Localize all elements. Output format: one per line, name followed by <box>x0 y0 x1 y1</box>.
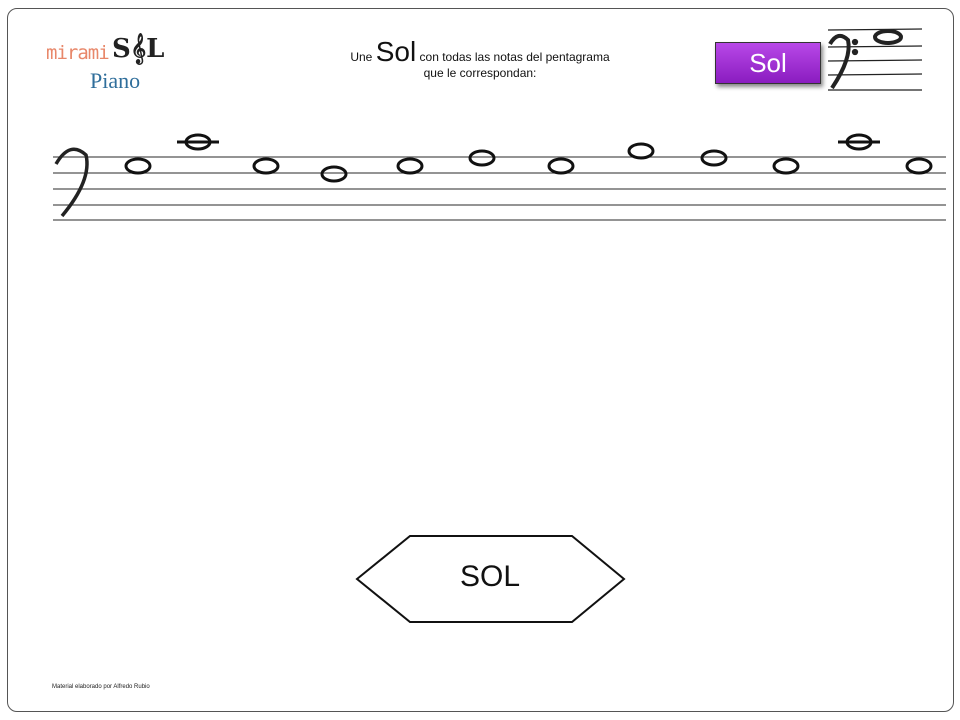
sol-target-hexagon[interactable] <box>355 535 626 623</box>
main-staff <box>53 147 946 221</box>
instr-highlight: Sol <box>375 36 417 67</box>
logo-piano: Piano <box>90 68 141 93</box>
note[interactable] <box>468 149 496 167</box>
note[interactable] <box>547 157 575 175</box>
note[interactable] <box>124 157 152 175</box>
footer-credit: Material elaborado por Alfredo Rubio <box>52 684 150 690</box>
logo-text: mirami <box>46 42 110 64</box>
instr-pre: Une <box>350 50 373 64</box>
reference-note <box>873 29 903 45</box>
instructions: Une Sol con todas las notas del pentagra… <box>300 36 660 80</box>
note[interactable] <box>700 149 728 167</box>
sol-button[interactable]: Sol <box>715 42 821 84</box>
instr-post: con todas las notas del pentagrama <box>419 50 610 64</box>
reference-staff <box>827 28 923 91</box>
sol-target-label: SOL <box>459 560 521 593</box>
bass-clef-icon <box>828 33 851 90</box>
note[interactable] <box>772 157 800 175</box>
note[interactable] <box>320 165 348 183</box>
instr-line2: que le correspondan: <box>423 66 537 80</box>
bass-clef-icon <box>54 147 89 218</box>
note[interactable] <box>396 157 424 175</box>
note[interactable] <box>627 142 655 160</box>
logo: mirami S𝄞L Piano <box>46 30 166 94</box>
logo-sol: S𝄞L <box>112 34 165 64</box>
note[interactable] <box>252 157 280 175</box>
note[interactable] <box>905 157 933 175</box>
page-frame <box>7 8 954 712</box>
